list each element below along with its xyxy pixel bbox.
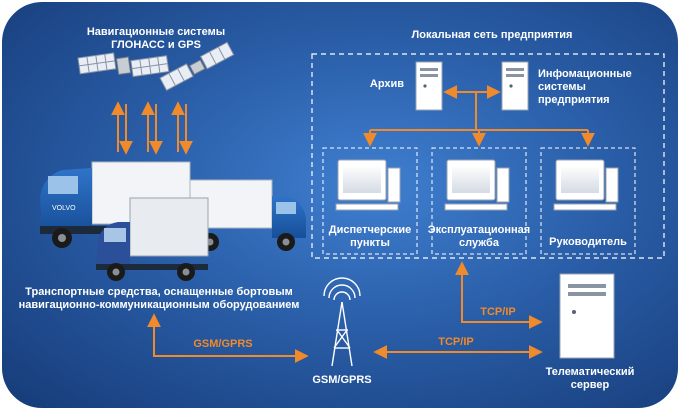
archive-server-icon <box>415 61 443 111</box>
tcp-bottom-label: TCP/IP <box>438 336 474 348</box>
lan-frame <box>311 53 665 259</box>
telematic-server-icon <box>559 273 615 359</box>
info-systems-label: Инфомационные системы предприятия <box>538 68 632 106</box>
tower-label: GSM/GPRS <box>312 374 372 386</box>
lan-links <box>363 85 595 147</box>
info-server-icon <box>501 61 529 111</box>
workstation-icon <box>335 159 401 211</box>
truck-white-van <box>96 197 209 281</box>
satellite-link-arrows <box>111 101 193 155</box>
gsm-link-label: GSM/GPRS <box>193 338 253 350</box>
satellite-icon <box>77 52 170 78</box>
gsm-link-arrow <box>147 313 309 363</box>
workstation-label-manager: Руководитель <box>549 236 627 248</box>
satellite-title: Навигационные системы ГЛОНАСС и GPS <box>86 26 226 51</box>
workstation-frame-3 <box>540 147 636 255</box>
workstation-label-dispatch: Диспетчерские пункты <box>328 224 412 249</box>
workstation-label-operations: Эксплуатационная служба <box>427 224 531 249</box>
workstation-icon <box>553 159 619 211</box>
vehicles-caption: Транспортные средства, оснащенные бортов… <box>18 286 300 311</box>
archive-label: Архив <box>369 78 405 90</box>
tcp-link-arrow <box>455 261 543 329</box>
tcp-right-label: TCP/IP <box>480 306 516 318</box>
telematic-label: Телематический сервер <box>545 366 635 391</box>
workstation-frame-1 <box>322 147 418 255</box>
workstation-icon <box>444 159 510 211</box>
network-links <box>147 261 543 363</box>
gsm-tower-icon <box>323 277 361 367</box>
satellite-icon <box>159 41 235 92</box>
truck-logo: VOLVO <box>52 205 76 212</box>
workstation-frame-2 <box>431 147 527 255</box>
lan-title: Локальная сеть предприятия <box>411 29 573 41</box>
